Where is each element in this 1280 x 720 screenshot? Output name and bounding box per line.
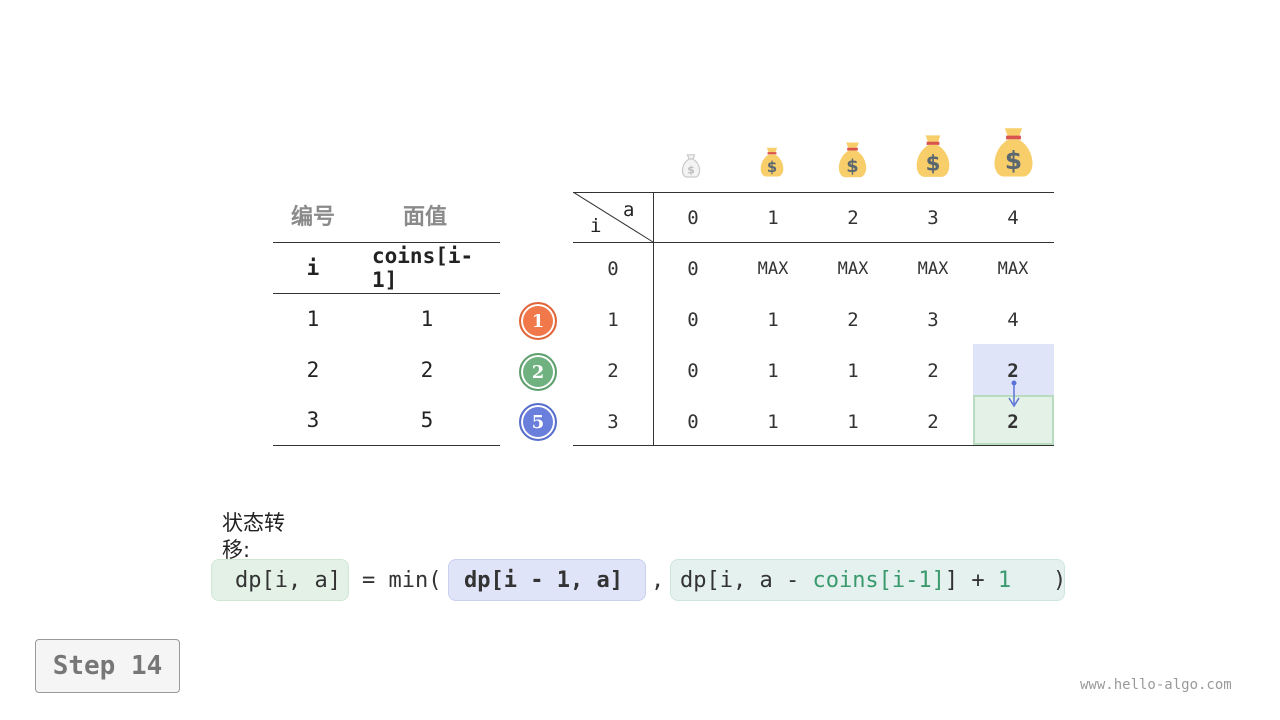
corner-diagonal <box>573 192 654 243</box>
col-header: 2 <box>847 207 859 229</box>
dp-table-bottom-line <box>573 445 1054 446</box>
formula-lhs-text: dp[i, a] <box>235 567 341 593</box>
coin-badge-2: 2 <box>519 353 557 391</box>
subheader-coins: coins[i-1] <box>372 244 474 292</box>
transition-label: 状态转移: <box>222 511 285 562</box>
down-arrow-icon <box>1008 380 1020 408</box>
money-bag-icon: $ <box>681 154 701 178</box>
dp-cell: 2 <box>847 309 859 331</box>
row-header: 2 <box>607 360 619 382</box>
dp-cell: 0 <box>687 411 699 433</box>
formula-arg2-mid: ] + <box>944 567 998 593</box>
step-indicator: Step 14 <box>35 639 180 693</box>
row-header: 1 <box>607 309 619 331</box>
dp-cell-current: 2 <box>1007 411 1019 433</box>
dp-cell: MAX <box>837 259 869 279</box>
header-value: 面值 <box>402 205 447 230</box>
col-header: 3 <box>927 207 939 229</box>
coin-badge-5: 5 <box>519 403 557 441</box>
money-bag-icon: $ <box>760 147 784 177</box>
dp-cell: 0 <box>687 360 699 382</box>
coin-value-cell: 1 <box>420 307 434 331</box>
dp-cell: 1 <box>847 360 859 382</box>
dp-cell: 0 <box>687 258 699 280</box>
coins-table-line <box>273 242 500 243</box>
dp-cell: 2 <box>927 411 939 433</box>
dp-cell: 2 <box>927 360 939 382</box>
formula-comma: , <box>651 568 665 593</box>
svg-text:$: $ <box>767 159 777 176</box>
dp-cell-prev-highlight: 2 <box>1007 360 1019 382</box>
coin-value-cell: 2 <box>420 358 434 382</box>
dp-cell: 3 <box>927 309 939 331</box>
col-header: 0 <box>687 207 699 229</box>
dp-cell: 1 <box>767 411 779 433</box>
formula-lhs: dp[i, a] <box>211 559 349 601</box>
corner-col-label: a <box>623 199 635 221</box>
svg-text:$: $ <box>926 151 941 176</box>
watermark: www.hello-algo.com <box>1080 677 1232 693</box>
formula-arg2-one: 1 <box>997 567 1012 593</box>
header-index: 编号 <box>290 205 335 230</box>
dp-table-divider <box>653 192 654 446</box>
dp-cell: 1 <box>847 411 859 433</box>
dp-cell: 4 <box>1007 309 1019 331</box>
dp-cell: MAX <box>757 259 789 279</box>
formula-min: = min( <box>362 568 442 593</box>
dp-table-top-line <box>573 192 1054 193</box>
svg-text:$: $ <box>1005 146 1022 175</box>
dp-cell: 1 <box>767 360 779 382</box>
money-bag-icon: $ <box>838 142 867 178</box>
dp-cell: MAX <box>917 259 949 279</box>
svg-text:$: $ <box>687 163 695 176</box>
col-header: 1 <box>767 207 779 229</box>
dp-cell: 1 <box>767 309 779 331</box>
formula-arg2-prefix: dp[i, a - <box>680 567 813 593</box>
money-bag-icon: $ <box>916 135 950 177</box>
coin-index-cell: 3 <box>306 408 320 432</box>
corner-row-label: i <box>590 215 602 237</box>
formula-arg2: dp[i, a - coins[i-1]] + 1 <box>670 559 1065 601</box>
subheader-i: i <box>306 256 320 280</box>
formula-close: ) <box>1053 568 1067 593</box>
coin-badge-1: 1 <box>519 302 557 340</box>
formula-arg1: dp[i - 1, a] <box>448 559 646 601</box>
money-bag-icon: $ <box>994 128 1033 177</box>
dp-cell: 0 <box>687 309 699 331</box>
col-header: 4 <box>1007 207 1019 229</box>
coins-table-line <box>273 445 500 446</box>
formula-arg1-text: dp[i - 1, a] <box>464 567 623 593</box>
coins-table-line <box>273 293 500 294</box>
coin-index-cell: 2 <box>306 358 320 382</box>
svg-text:$: $ <box>846 156 858 177</box>
dp-cell: MAX <box>997 259 1029 279</box>
row-header: 0 <box>607 258 619 280</box>
dp-table-header-line <box>573 242 1054 243</box>
coin-value-cell: 5 <box>420 408 434 432</box>
coin-index-cell: 1 <box>306 307 320 331</box>
row-header: 3 <box>607 411 619 433</box>
formula-arg2-coin: coins[i-1] <box>812 567 945 593</box>
